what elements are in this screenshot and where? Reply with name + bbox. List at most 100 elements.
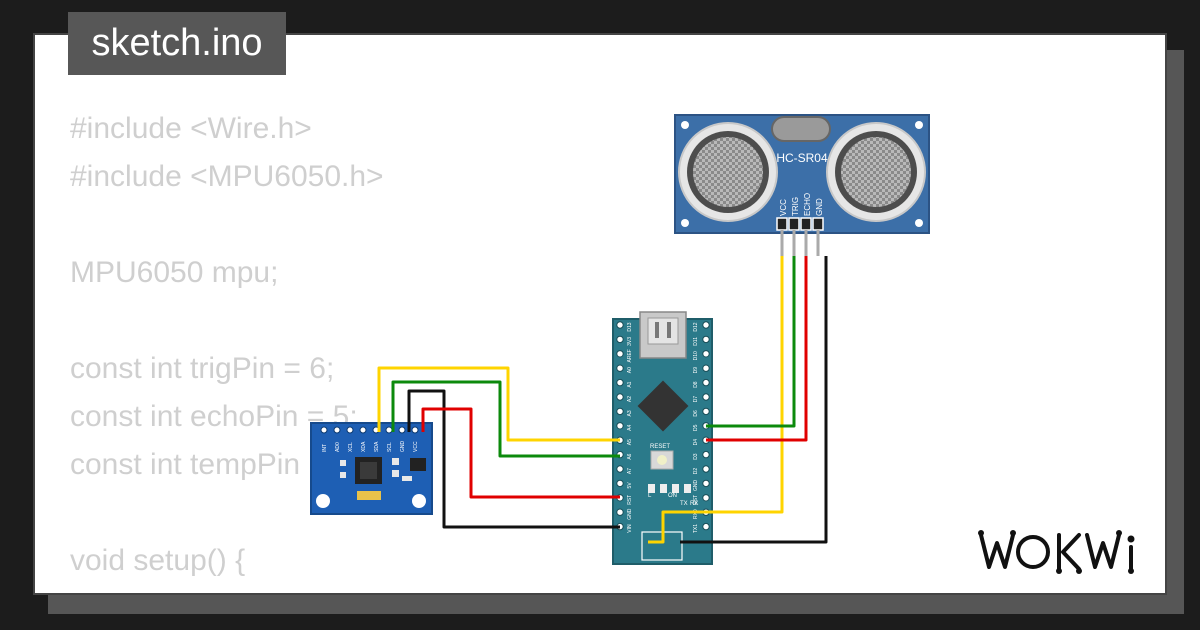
nano-pin[interactable] bbox=[616, 350, 624, 358]
nano-pin[interactable] bbox=[702, 378, 710, 387]
code-line: const int trigPin = 6; bbox=[70, 352, 335, 385]
nano-pin[interactable] bbox=[702, 364, 710, 372]
wires bbox=[377, 256, 828, 544]
mpu-pin-label: VCC bbox=[413, 441, 419, 452]
wire-black-sensor bbox=[680, 256, 828, 544]
code-line: void setup() { bbox=[70, 544, 246, 577]
file-tab[interactable]: sketch.ino bbox=[68, 12, 286, 75]
nano-pin-label: D6 bbox=[693, 410, 699, 417]
nano-pin[interactable] bbox=[702, 479, 710, 488]
code-line: MPU6050 mpu; bbox=[70, 256, 279, 289]
mpu-pin-label: XDA bbox=[361, 441, 367, 452]
wire-red-sensor bbox=[706, 256, 808, 442]
sensor-pin-label: GND bbox=[815, 198, 824, 216]
nano-pin-label: A2 bbox=[627, 396, 633, 402]
wire-black-mpu bbox=[407, 389, 620, 529]
nano-pin-label: A7 bbox=[627, 468, 633, 474]
nano-pin-label: A6 bbox=[627, 453, 633, 459]
reset-label: RESET bbox=[650, 444, 670, 450]
wire-green-sensor bbox=[706, 256, 796, 428]
mpu-pin-label: SDA bbox=[374, 441, 380, 452]
code-line: Serial.begin(9600); bbox=[70, 585, 384, 593]
sensor-model-label: HC-SR04 bbox=[776, 151, 828, 165]
file-tab-title: sketch.ino bbox=[91, 22, 263, 64]
nano-pin[interactable] bbox=[702, 335, 710, 344]
sensor-pin-label: ECHO bbox=[803, 193, 812, 216]
nano-pin-label: A5 bbox=[627, 439, 633, 445]
ultrasonic-sensor[interactable]: HC-SR04 VCC TRIG ECHO GND bbox=[674, 114, 930, 256]
on-led-label: ON bbox=[668, 493, 677, 499]
nano-pin[interactable] bbox=[616, 407, 624, 416]
nano-pin-label: D2 bbox=[693, 468, 699, 475]
nano-pin-label: GND bbox=[627, 508, 633, 520]
nano-pin[interactable] bbox=[702, 321, 710, 329]
nano-pin-label: D12 bbox=[693, 322, 699, 331]
nano-pin-label: AREF bbox=[627, 349, 633, 362]
nano-pin-label: GND bbox=[693, 479, 699, 491]
wokwi-logo-mark bbox=[978, 530, 1135, 574]
project-card[interactable]: #include <Wire.h> #include <MPU6050.h> M… bbox=[33, 33, 1167, 595]
nano-pin[interactable] bbox=[702, 465, 710, 473]
nano-pin[interactable] bbox=[616, 479, 624, 488]
tx-label: TX bbox=[680, 501, 688, 507]
nano-pin[interactable] bbox=[702, 522, 710, 531]
nano-pin-label: D4 bbox=[693, 439, 699, 446]
nano-pin-label: D8 bbox=[693, 381, 699, 388]
mpu-pin-label: AD0 bbox=[335, 442, 341, 452]
nano-pin-label: A0 bbox=[627, 367, 633, 373]
nano-pin[interactable] bbox=[616, 335, 624, 344]
nano-pin[interactable] bbox=[702, 450, 710, 459]
nano-pin-label: D7 bbox=[693, 396, 699, 403]
wire-red-mpu bbox=[421, 407, 620, 499]
nano-pin-label: RX0 bbox=[693, 509, 699, 519]
transducer-left bbox=[678, 122, 778, 222]
nano-pin-label: A1 bbox=[627, 381, 633, 387]
nano-left-header bbox=[616, 321, 624, 531]
mpu-pin-label: GND bbox=[400, 441, 406, 453]
nano-pin-label: 3V3 bbox=[627, 337, 633, 346]
code-line: #include <MPU6050.h> bbox=[70, 160, 384, 193]
code-line: #include <Wire.h> bbox=[70, 112, 312, 145]
l-led-label: L bbox=[648, 493, 652, 499]
nano-pin[interactable] bbox=[702, 407, 710, 416]
wokwi-logo bbox=[975, 525, 1150, 586]
nano-pin-label: D11 bbox=[693, 337, 699, 346]
nano-pin[interactable] bbox=[616, 378, 624, 387]
nano-pin[interactable] bbox=[616, 321, 624, 329]
mpu-pin-label: SCL bbox=[387, 442, 393, 452]
nano-pin[interactable] bbox=[702, 350, 710, 358]
nano-pin[interactable] bbox=[616, 364, 624, 372]
nano-pin[interactable] bbox=[702, 494, 710, 502]
nano-pin[interactable] bbox=[616, 393, 624, 401]
nano-pin[interactable] bbox=[702, 393, 710, 401]
sensor-pin-label: VCC bbox=[779, 199, 788, 216]
nano-pin-label: A3 bbox=[627, 410, 633, 416]
nano-right-header bbox=[702, 321, 710, 531]
nano-pin[interactable] bbox=[616, 508, 624, 516]
mpu-pin-label: INT bbox=[322, 444, 328, 452]
usb-connector bbox=[639, 311, 687, 359]
nano-pin-label: RST bbox=[627, 495, 633, 505]
wire-yellow-mpu bbox=[377, 366, 620, 442]
nano-pin-label: TX1 bbox=[693, 524, 699, 533]
code-preview: #include <Wire.h> #include <MPU6050.h> M… bbox=[70, 105, 384, 593]
nano-pin[interactable] bbox=[616, 465, 624, 473]
nano-pin-label: D10 bbox=[693, 351, 699, 360]
nano-pin-label: D13 bbox=[627, 322, 633, 331]
sensor-pin-label: TRIG bbox=[791, 197, 800, 216]
code-line: const int tempPin bbox=[70, 448, 301, 481]
rx-label: RX bbox=[690, 501, 698, 507]
nano-pin-label: VIN bbox=[627, 524, 633, 533]
nano-pin-label: A4 bbox=[627, 425, 633, 431]
arduino-nano[interactable]: RESET ON L TX RX D13 3V3 AREF A0 A1 A2 A… bbox=[612, 311, 713, 565]
nano-pin[interactable] bbox=[616, 422, 624, 430]
nano-pin-label: RST bbox=[693, 495, 699, 505]
mpu6050-module[interactable]: INT AD0 XCL XDA SDA SCL GND VCC bbox=[310, 422, 433, 515]
wire-green-mpu bbox=[391, 380, 620, 458]
mpu-pin-label: XCL bbox=[348, 442, 354, 452]
nano-pin-label: D5 bbox=[693, 424, 699, 431]
transducer-right bbox=[826, 122, 926, 222]
nano-pin-label: 5V bbox=[627, 482, 633, 489]
nano-pin-label: D3 bbox=[693, 453, 699, 460]
